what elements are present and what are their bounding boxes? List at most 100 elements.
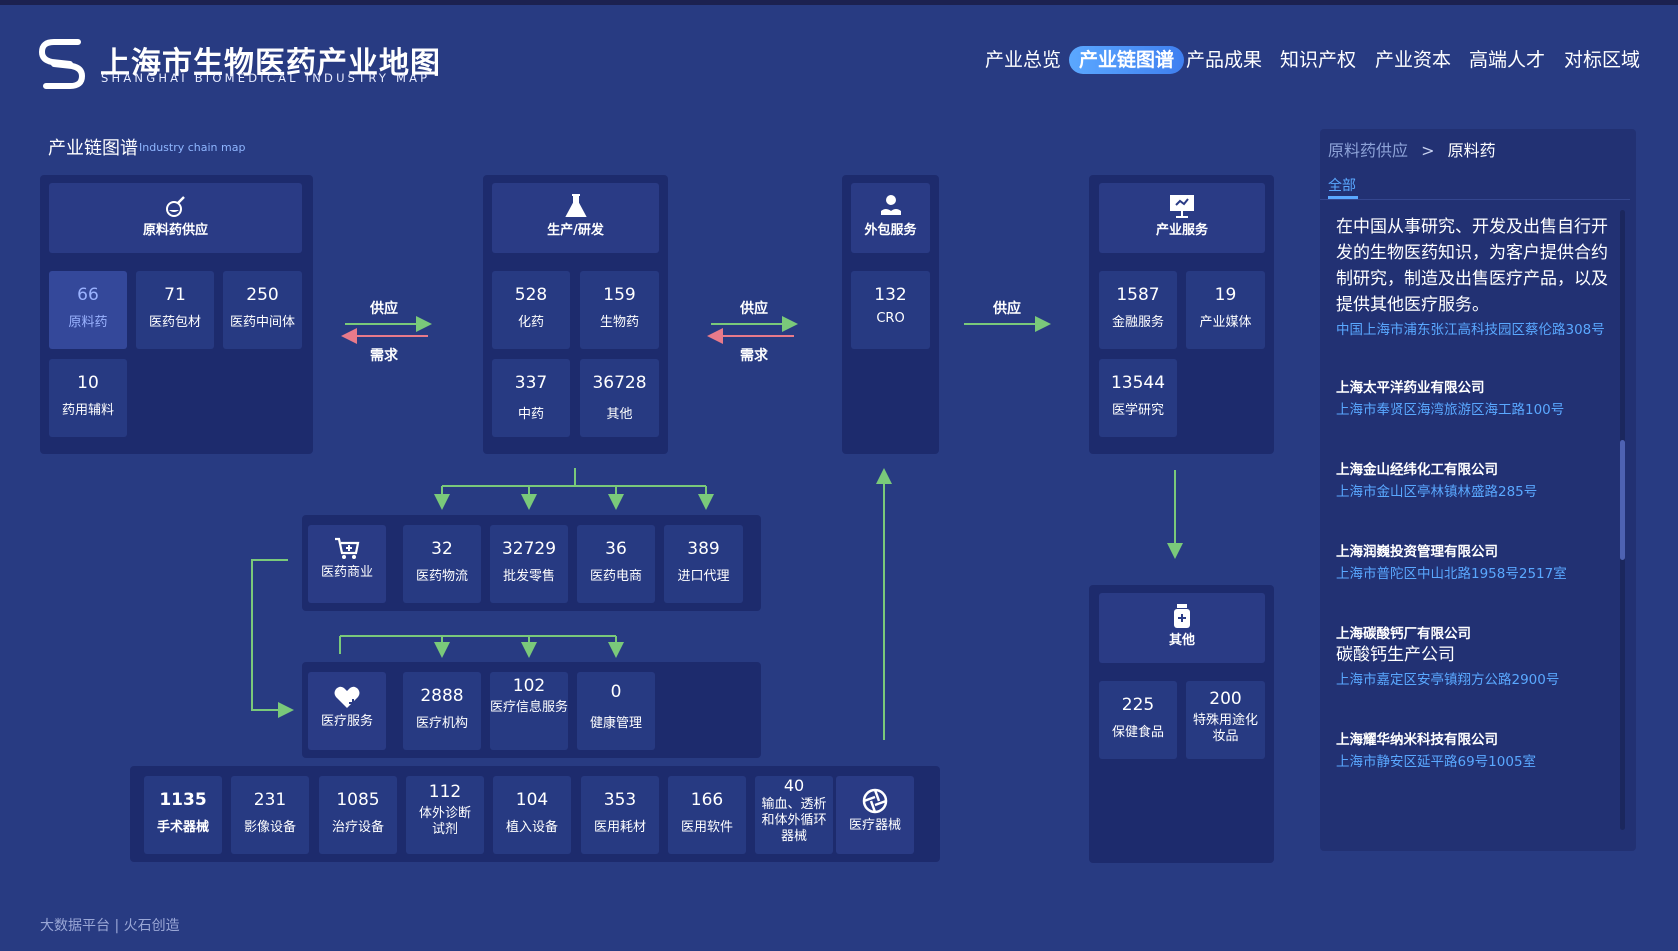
list-item[interactable]: 上海耀华纳米科技有限公司 上海市静安区延平路69号1005室 (1336, 728, 1608, 772)
cell-device-software[interactable]: 166 医用软件 (668, 776, 746, 854)
list-item[interactable]: 上海润巍投资管理有限公司 上海市普陀区中山北路1958号2517室 (1336, 540, 1608, 584)
nav-industry-chain[interactable]: 产业链图谱 (1069, 46, 1185, 74)
group-other: 其他 225 保健食品 200 特殊用途化妆品 (1089, 585, 1274, 863)
group-commerce-header[interactable]: 医药商业 (308, 525, 386, 603)
cell-raw-excipient[interactable]: 10 药用辅料 (49, 359, 127, 437)
group-service-header[interactable]: 产业服务 (1099, 183, 1265, 253)
group-other-header[interactable]: 其他 (1099, 593, 1265, 663)
list-item[interactable]: 上海太平洋药业有限公司 上海市奉贤区海湾旅游区海工路100号 (1336, 376, 1608, 420)
company-name: 上海润巍投资管理有限公司 (1336, 544, 1498, 560)
breadcrumb-parent[interactable]: 原料药供应 (1328, 141, 1409, 160)
cell-prod-tcm[interactable]: 337 中药 (492, 359, 570, 437)
cell-label: 产业媒体 (1199, 315, 1252, 330)
cell-commerce-logistics[interactable]: 32 医药物流 (403, 525, 481, 603)
tab-all[interactable]: 全部 (1328, 178, 1356, 194)
cell-count: 337 (514, 373, 548, 393)
company-list: 在中国从事研究、开发及出售自行开发的生物医药知识，为客户提供合约制研究，制造及出… (1336, 214, 1608, 834)
cell-commerce-wholesale[interactable]: 32729 批发零售 (490, 525, 568, 603)
nav-capital[interactable]: 产业资本 (1375, 49, 1452, 71)
list-item[interactable]: 上海碳酸钙厂有限公司 碳酸钙生产公司 上海市嘉定区安亭镇翔方公路2900号 (1336, 622, 1608, 690)
cell-label: CRO (876, 311, 905, 326)
nav-benchmark[interactable]: 对标区域 (1564, 49, 1641, 71)
cell-label: 批发零售 (502, 569, 555, 584)
company-address: 上海市嘉定区安亭镇翔方公路2900号 (1336, 672, 1560, 688)
breadcrumb-current: 原料药 (1447, 141, 1496, 160)
cell-device-surgical[interactable]: 1135 手术器械 (144, 776, 222, 854)
cell-outsource-cro[interactable]: 132 CRO (851, 271, 930, 349)
group-device-header[interactable]: 医疗器械 (836, 776, 914, 854)
cell-medical-institution[interactable]: 2888 医疗机构 (403, 672, 481, 750)
cell-prod-other[interactable]: 36728 其他 (580, 359, 659, 437)
company-name: 上海耀华纳米科技有限公司 (1336, 732, 1498, 748)
cell-count: 159 (603, 285, 636, 305)
cell-count: 32729 (501, 539, 557, 559)
company-address: 上海市金山区亭林镇林盛路285号 (1336, 484, 1538, 500)
logo-icon (38, 36, 86, 92)
heart-plus-icon (334, 686, 360, 708)
cell-label: 医药物流 (415, 569, 468, 584)
cell-device-therapy[interactable]: 1085 治疗设备 (319, 776, 397, 854)
cell-raw-packaging[interactable]: 71 医药包材 (136, 271, 214, 349)
group-prod-header[interactable]: 生产/研发 (492, 183, 659, 253)
cell-label: 健康管理 (589, 716, 642, 731)
cell-label: 体外诊断试剂 (418, 806, 471, 837)
group-raw-title: 原料药供应 (142, 223, 208, 238)
section-subtitle: Industry chain map (139, 141, 246, 154)
cell-service-research[interactable]: 13544 医学研究 (1099, 359, 1177, 437)
group-raw-header[interactable]: 原料药供应 (49, 183, 302, 253)
nav-talent[interactable]: 高端人才 (1469, 49, 1546, 71)
cell-prod-chemical[interactable]: 528 化药 (492, 271, 570, 349)
list-item[interactable]: 在中国从事研究、开发及出售自行开发的生物医药知识，为客户提供合约制研究，制造及出… (1336, 214, 1608, 340)
scrollbar-thumb[interactable] (1620, 440, 1625, 560)
flow-demand-label-2: 需求 (740, 348, 768, 364)
cell-count: 200 (1209, 689, 1242, 709)
footer-credit: 大数据平台 | 火石创造 (40, 918, 180, 934)
cell-label: 药用辅料 (61, 403, 114, 418)
browser-top-bar (0, 0, 1678, 5)
cell-label: 医药包材 (148, 315, 201, 330)
cell-label: 金融服务 (1111, 315, 1164, 330)
cell-label: 原料药 (68, 315, 108, 330)
cell-other-health-food[interactable]: 225 保健食品 (1099, 681, 1177, 759)
group-outsource-header[interactable]: 外包服务 (851, 183, 930, 253)
cell-count: 225 (1121, 695, 1155, 715)
cart-icon (335, 537, 360, 559)
cell-medical-info[interactable]: 102 医疗信息服务 (490, 672, 568, 750)
cell-commerce-ecommerce[interactable]: 36 医药电商 (577, 525, 655, 603)
cell-label: 生物药 (599, 315, 639, 330)
cell-service-finance[interactable]: 1587 金融服务 (1099, 271, 1177, 349)
nav-products[interactable]: 产品成果 (1186, 49, 1263, 71)
cell-device-consumable[interactable]: 353 医用耗材 (581, 776, 659, 854)
cell-service-media[interactable]: 19 产业媒体 (1186, 271, 1265, 349)
cell-label: 化药 (517, 315, 544, 330)
group-medical-devices: 1135 手术器械 231 影像设备 1085 治疗设备 112 体外诊断试剂 … (130, 766, 940, 862)
cell-commerce-import[interactable]: 389 进口代理 (664, 525, 743, 603)
presentation-icon (1170, 195, 1194, 218)
cell-prod-biological[interactable]: 159 生物药 (580, 271, 659, 349)
flow-supply-label-3: 供应 (993, 301, 1021, 317)
group-medical-header[interactable]: 医疗服务 (308, 672, 386, 750)
nav-overview[interactable]: 产业总览 (985, 49, 1062, 71)
cell-label: 医药电商 (589, 569, 642, 584)
flow-supply-label-2: 供应 (740, 301, 768, 317)
breadcrumb-separator: > (1421, 141, 1435, 160)
cell-count: 389 (687, 539, 720, 559)
nav-ip[interactable]: 知识产权 (1280, 49, 1357, 71)
bottle-icon (1174, 604, 1190, 628)
cell-count: 13544 (1110, 373, 1166, 393)
list-item[interactable]: 上海金山经纬化工有限公司 上海市金山区亭林镇林盛路285号 (1336, 458, 1608, 502)
cell-device-imaging[interactable]: 231 影像设备 (231, 776, 309, 854)
group-raw-materials: 原料药供应 66 原料药 71 医药包材 250 医药中间体 10 药用辅料 (40, 175, 313, 454)
cell-device-ivd[interactable]: 112 体外诊断试剂 (406, 776, 484, 854)
cell-raw-api[interactable]: 66 原料药 (49, 271, 127, 349)
cell-device-dialysis[interactable]: 40 输血、透析和体外循环器械 (755, 776, 833, 854)
cell-device-implant[interactable]: 104 植入设备 (493, 776, 571, 854)
cell-label: 输血、透析和体外循环器械 (761, 797, 827, 844)
cell-other-cosmetics[interactable]: 200 特殊用途化妆品 (1186, 681, 1265, 759)
cell-medical-health[interactable]: 0 健康管理 (577, 672, 655, 750)
tab-active-indicator (1328, 196, 1358, 199)
cell-raw-intermediate[interactable]: 250 医药中间体 (223, 271, 302, 349)
company-description: 碳酸钙生产公司 (1336, 645, 1455, 665)
cell-label: 医疗信息服务 (490, 700, 569, 715)
